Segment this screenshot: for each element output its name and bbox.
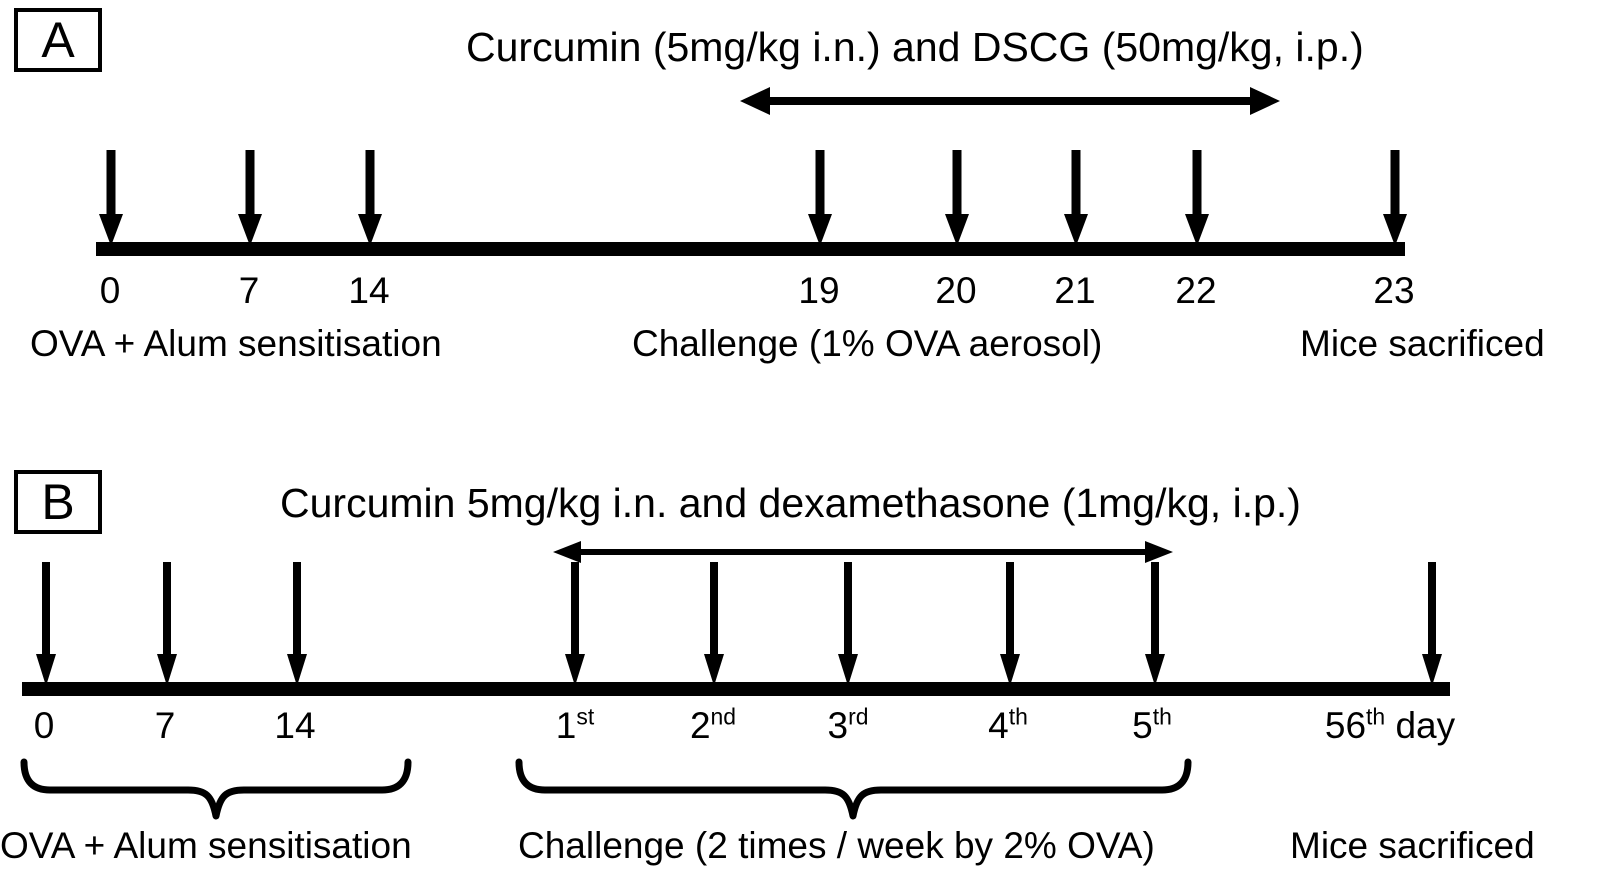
panel-b-tick-2nd-suffix: nd: [710, 703, 737, 730]
panel-a-tick-20: 20: [935, 270, 977, 311]
panel-b-tick-1st-number: 1: [555, 705, 577, 746]
panel-a-timeline-bar: [96, 242, 1405, 256]
panel-b-tick-3rd-number: 3: [827, 705, 849, 746]
panel-b-tick-56th-suffix: th: [1366, 703, 1386, 730]
panel-b-tick-0: 0: [33, 705, 55, 746]
panel-a-event-arrow-day7: [238, 150, 262, 246]
panel-b-event-arrow-challenge-4th: [1000, 562, 1020, 686]
panel-a-tick-14: 14: [348, 270, 390, 311]
panel-b-tick-4th-number: 4: [988, 705, 1009, 746]
panel-b-event-arrow-challenge-3rd: [838, 562, 858, 686]
panel-b-tick-1st-suffix: st: [576, 703, 595, 730]
panel-b-caption-sacrifice: Mice sacrificed: [1290, 825, 1535, 866]
panel-b-timeline-bar: [22, 682, 1450, 696]
panel-b-caption-challenge: Challenge (2 times / week by 2% OVA): [518, 825, 1155, 866]
panel-b-tick-4th-suffix: th: [1008, 703, 1028, 730]
panel-a-tick-22: 22: [1175, 270, 1217, 311]
panel-a-event-arrow-day22: [1185, 150, 1209, 246]
panel-a-tick-0: 0: [99, 270, 121, 311]
panel-a-tick-7: 7: [238, 270, 260, 311]
panel-a-event-arrow-day14: [358, 150, 382, 246]
panel-a-label: A: [14, 8, 102, 72]
panel-b-tick-3rd-suffix: rd: [848, 703, 869, 730]
panel-a-treatment-title: Curcumin (5mg/kg i.n.) and DSCG (50mg/kg…: [466, 24, 1364, 70]
panel-b-tick-56th-unit: day: [1385, 705, 1456, 746]
panel-b-challenge-brace: [515, 758, 1192, 820]
panel-b-tick-14: 14: [274, 705, 316, 746]
panel-a-event-arrow-day20: [945, 150, 969, 246]
panel-a-caption-sacrifice: Mice sacrificed: [1300, 323, 1545, 364]
panel-a-caption-sensitisation: OVA + Alum sensitisation: [30, 323, 442, 364]
panel-b-tick-7: 7: [154, 705, 176, 746]
panel-b-tick-1st: 1st: [555, 703, 595, 746]
panel-b-tick-2nd-number: 2: [689, 705, 711, 746]
panel-a-event-arrow-day0: [99, 150, 123, 246]
panel-a-event-arrow-day21: [1064, 150, 1088, 246]
panel-b-sensitisation-brace: [20, 758, 412, 820]
panel-b-tick-2nd: 2nd: [689, 703, 737, 746]
panel-b-event-arrow-day7: [157, 562, 177, 686]
panel-b-event-arrow-day0: [36, 562, 56, 686]
panel-b-label: B: [14, 470, 102, 534]
panel-a-event-arrow-day19: [808, 150, 832, 246]
panel-b-treatment-span-arrow: [553, 538, 1173, 566]
panel-b-tick-56th-number: 56: [1324, 705, 1367, 746]
panel-b-caption-sensitisation: OVA + Alum sensitisation: [0, 825, 412, 866]
panel-a-tick-21: 21: [1054, 270, 1096, 311]
panel-a-event-arrow-day23: [1383, 150, 1407, 246]
panel-b-event-arrow-challenge-5th: [1145, 562, 1165, 686]
panel-b-event-arrow-day14: [287, 562, 307, 686]
panel-b-tick-3rd: 3rd: [827, 703, 869, 746]
panel-a-tick-23: 23: [1373, 270, 1415, 311]
panel-b-tick-4th: 4th: [988, 703, 1028, 746]
panel-b-tick-5th: 5th: [1132, 703, 1172, 746]
panel-a-tick-19: 19: [798, 270, 840, 311]
panel-b-treatment-title: Curcumin 5mg/kg i.n. and dexamethasone (…: [280, 480, 1301, 526]
panel-b-tick-5th-suffix: th: [1152, 703, 1172, 730]
panel-b-event-arrow-day56: [1422, 562, 1442, 686]
panel-b-tick-56th-day: 56th day: [1324, 703, 1456, 746]
panel-b-tick-5th-number: 5: [1132, 705, 1153, 746]
panel-b-event-arrow-challenge-1st: [565, 562, 585, 686]
panel-b-event-arrow-challenge-2nd: [704, 562, 724, 686]
panel-a-caption-challenge: Challenge (1% OVA aerosol): [632, 323, 1103, 364]
panel-a-treatment-span-arrow: [740, 84, 1280, 118]
